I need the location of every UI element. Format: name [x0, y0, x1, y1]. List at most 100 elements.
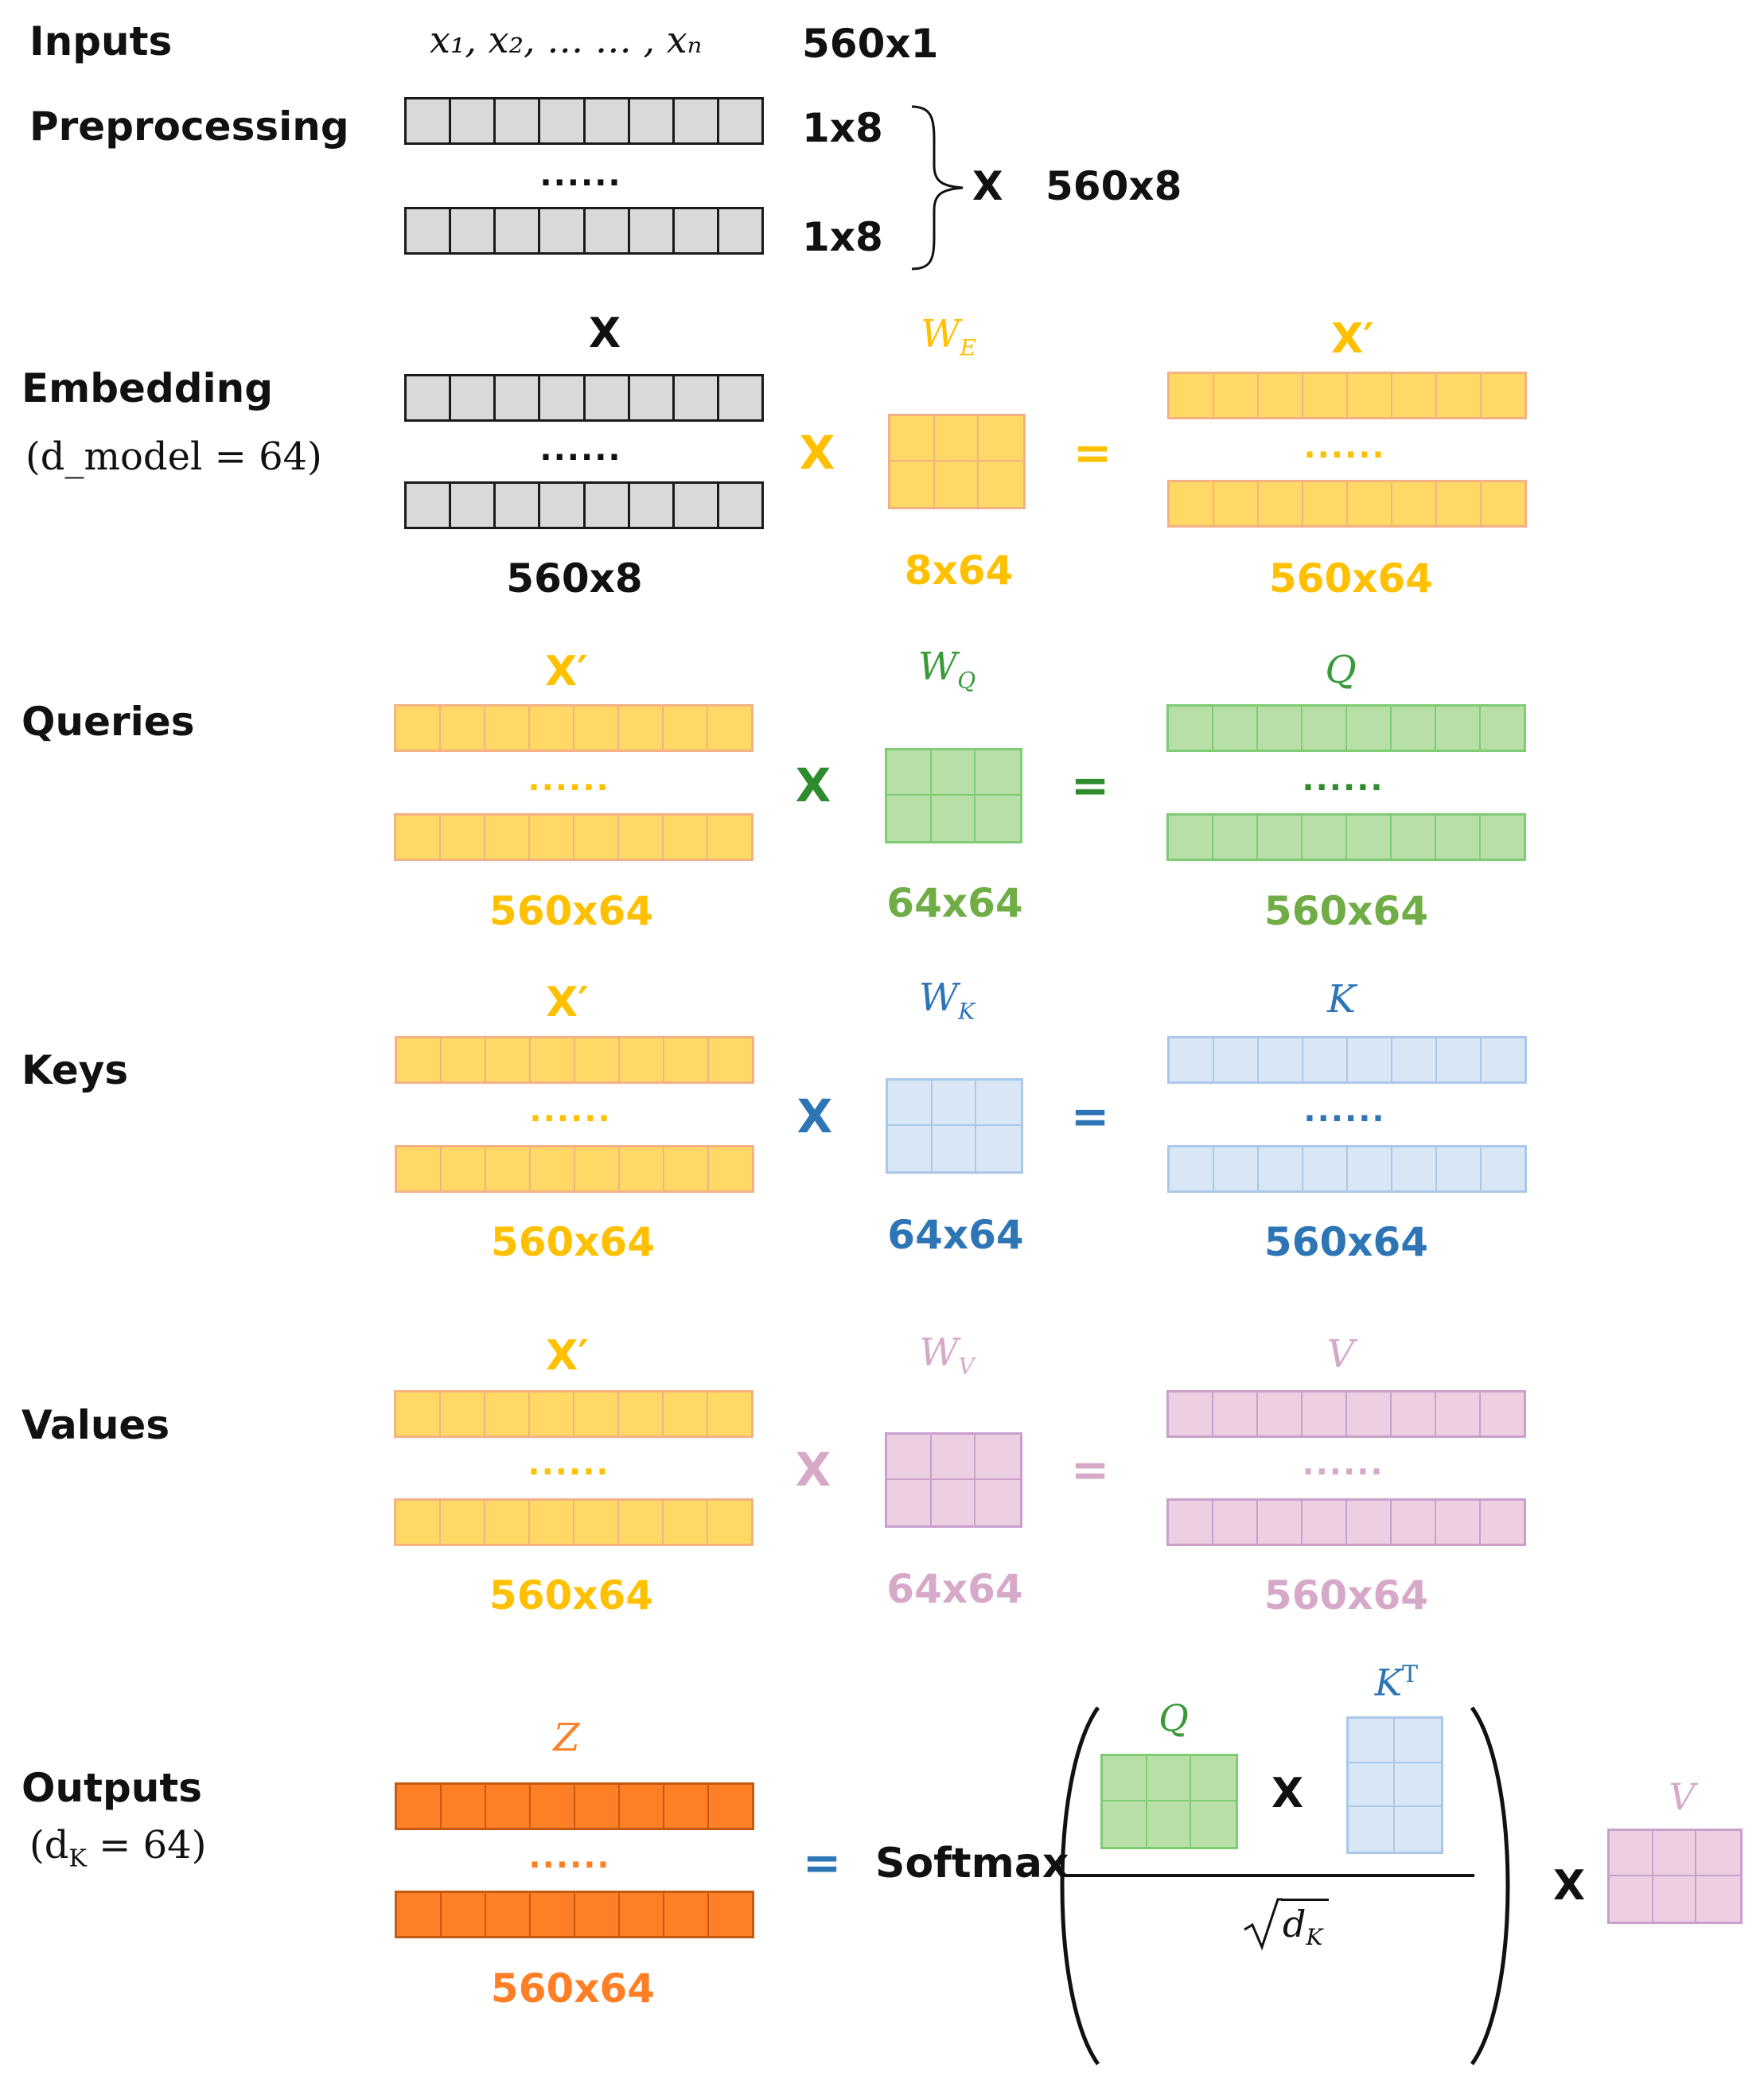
keys-input-row-top [395, 1036, 754, 1084]
embedding-weight-dim: 8x64 [904, 547, 1014, 594]
final-v-title: V [1669, 1775, 1696, 1818]
queries-multiply-operator: X [795, 758, 831, 812]
softmax-kt-matrix [1346, 1716, 1443, 1854]
softmax-k-title: KT [1374, 1661, 1419, 1704]
outputs-equals: = [802, 1836, 842, 1890]
keys-output-row-top [1167, 1036, 1527, 1084]
outputs-z-row-top [395, 1782, 754, 1830]
values-input-title: X′ [546, 1332, 589, 1380]
embedding-multiply-operator: X [799, 426, 835, 480]
preprocess-row-bottom [404, 207, 764, 255]
preprocess-row-dim-bottom: 1x8 [802, 214, 883, 260]
keys-weight-dim: 64x64 [887, 1212, 1024, 1258]
softmax-times: X [1271, 1770, 1304, 1817]
preprocess-result-symbol: X [972, 163, 1003, 209]
keys-label: Keys [21, 1047, 129, 1093]
embedding-weight-title: WE [921, 312, 976, 361]
d-model-param: (d_model = 64) [25, 434, 322, 479]
values-equals: = [1070, 1443, 1110, 1497]
keys-output-row-bottom [1167, 1145, 1527, 1193]
queries-input-dots: ...... [528, 761, 610, 798]
values-output-dim: 560x64 [1264, 1572, 1429, 1618]
inputs-label: Inputs [29, 18, 173, 64]
keys-input-title: X′ [546, 979, 589, 1026]
keys-output-dim: 560x64 [1264, 1219, 1429, 1265]
keys-weight-title: WK [918, 976, 975, 1025]
outputs-z-row-bottom [395, 1891, 754, 1938]
queries-output-title: Q [1325, 648, 1357, 692]
embedding-input-row-bottom [404, 481, 764, 529]
keys-input-dots: ...... [529, 1093, 612, 1129]
queries-input-row-top [394, 704, 753, 752]
values-input-row-top [394, 1390, 753, 1438]
keys-multiply-operator: X [796, 1089, 833, 1143]
queries-output-row-top [1166, 704, 1526, 752]
embedding-label: Embedding [21, 365, 274, 411]
embedding-input-title: X [588, 310, 621, 357]
d-k-param: (dK = 64) [29, 1823, 207, 1873]
preprocess-row-dim-top: 1x8 [802, 105, 883, 151]
outputs-z-dim: 560x64 [490, 1965, 656, 2012]
embedding-output-title: X′ [1331, 315, 1374, 363]
queries-label: Queries [21, 699, 195, 745]
preprocess-dots: ...... [539, 157, 622, 193]
queries-output-dim: 560x64 [1264, 888, 1429, 934]
values-weight-dim: 64x64 [886, 1566, 1023, 1612]
right-paren [1470, 1706, 1510, 2066]
preprocess-result-dim: 560x8 [1046, 163, 1182, 209]
values-weight-title: WV [919, 1330, 975, 1380]
values-multiply-operator: X [795, 1443, 831, 1497]
values-label: Values [21, 1402, 170, 1448]
embedding-equals: = [1073, 426, 1112, 480]
fraction-bar [1064, 1874, 1474, 1877]
values-output-dots: ...... [1302, 1446, 1384, 1482]
embedding-input-dim: 560x8 [506, 555, 643, 602]
embedding-input-row-top [404, 374, 764, 422]
preprocess-row-top [404, 97, 764, 145]
keys-output-dots: ...... [1303, 1093, 1386, 1129]
values-input-dim: 560x64 [489, 1572, 654, 1618]
queries-input-row-bottom [394, 813, 753, 861]
values-weight-matrix [885, 1432, 1022, 1528]
embedding-output-dim: 560x64 [1268, 555, 1434, 602]
embedding-output-row-bottom [1167, 480, 1527, 528]
keys-equals: = [1070, 1089, 1110, 1143]
embedding-output-row-top [1167, 372, 1527, 419]
outputs-z-title: Z [553, 1716, 580, 1760]
embedding-weight-matrix [888, 414, 1026, 509]
queries-weight-matrix [885, 748, 1022, 843]
softmax-q-matrix [1100, 1754, 1238, 1849]
left-paren [1060, 1706, 1100, 2066]
keys-input-row-bottom [395, 1145, 754, 1193]
values-input-row-bottom [394, 1498, 753, 1546]
input-sequence: x₁, x₂, … … , xₙ [430, 18, 703, 61]
queries-weight-dim: 64x64 [886, 880, 1023, 926]
denominator-dk: dK [1283, 1903, 1323, 1951]
queries-input-title: X′ [545, 648, 588, 695]
keys-weight-matrix [886, 1078, 1023, 1174]
outputs-z-dots: ...... [528, 1839, 611, 1876]
outputs-label: Outputs [21, 1765, 203, 1811]
embedding-input-dots: ...... [539, 431, 622, 468]
final-v-matrix [1607, 1829, 1743, 1924]
sqrt-bar [1281, 1899, 1329, 1901]
queries-output-dots: ...... [1302, 761, 1384, 798]
curly-brace [911, 105, 964, 271]
softmax-label: Softmax [875, 1840, 1069, 1887]
softmax-q-title: Q [1158, 1696, 1189, 1739]
times-v: X [1552, 1862, 1586, 1910]
queries-output-row-bottom [1166, 813, 1526, 861]
queries-input-dim: 560x64 [489, 888, 654, 934]
values-output-row-top [1166, 1390, 1526, 1438]
keys-output-title: K [1327, 977, 1356, 1022]
values-input-dots: ...... [528, 1446, 610, 1482]
inputs-dim: 560x1 [802, 21, 939, 67]
preprocessing-label: Preprocessing [29, 103, 349, 150]
sqrt-icon [1244, 1898, 1283, 1951]
embedding-output-dots: ...... [1303, 429, 1386, 465]
values-output-row-bottom [1166, 1498, 1526, 1546]
values-output-title: V [1326, 1332, 1355, 1377]
queries-equals: = [1070, 758, 1110, 812]
keys-input-dim: 560x64 [490, 1219, 656, 1265]
